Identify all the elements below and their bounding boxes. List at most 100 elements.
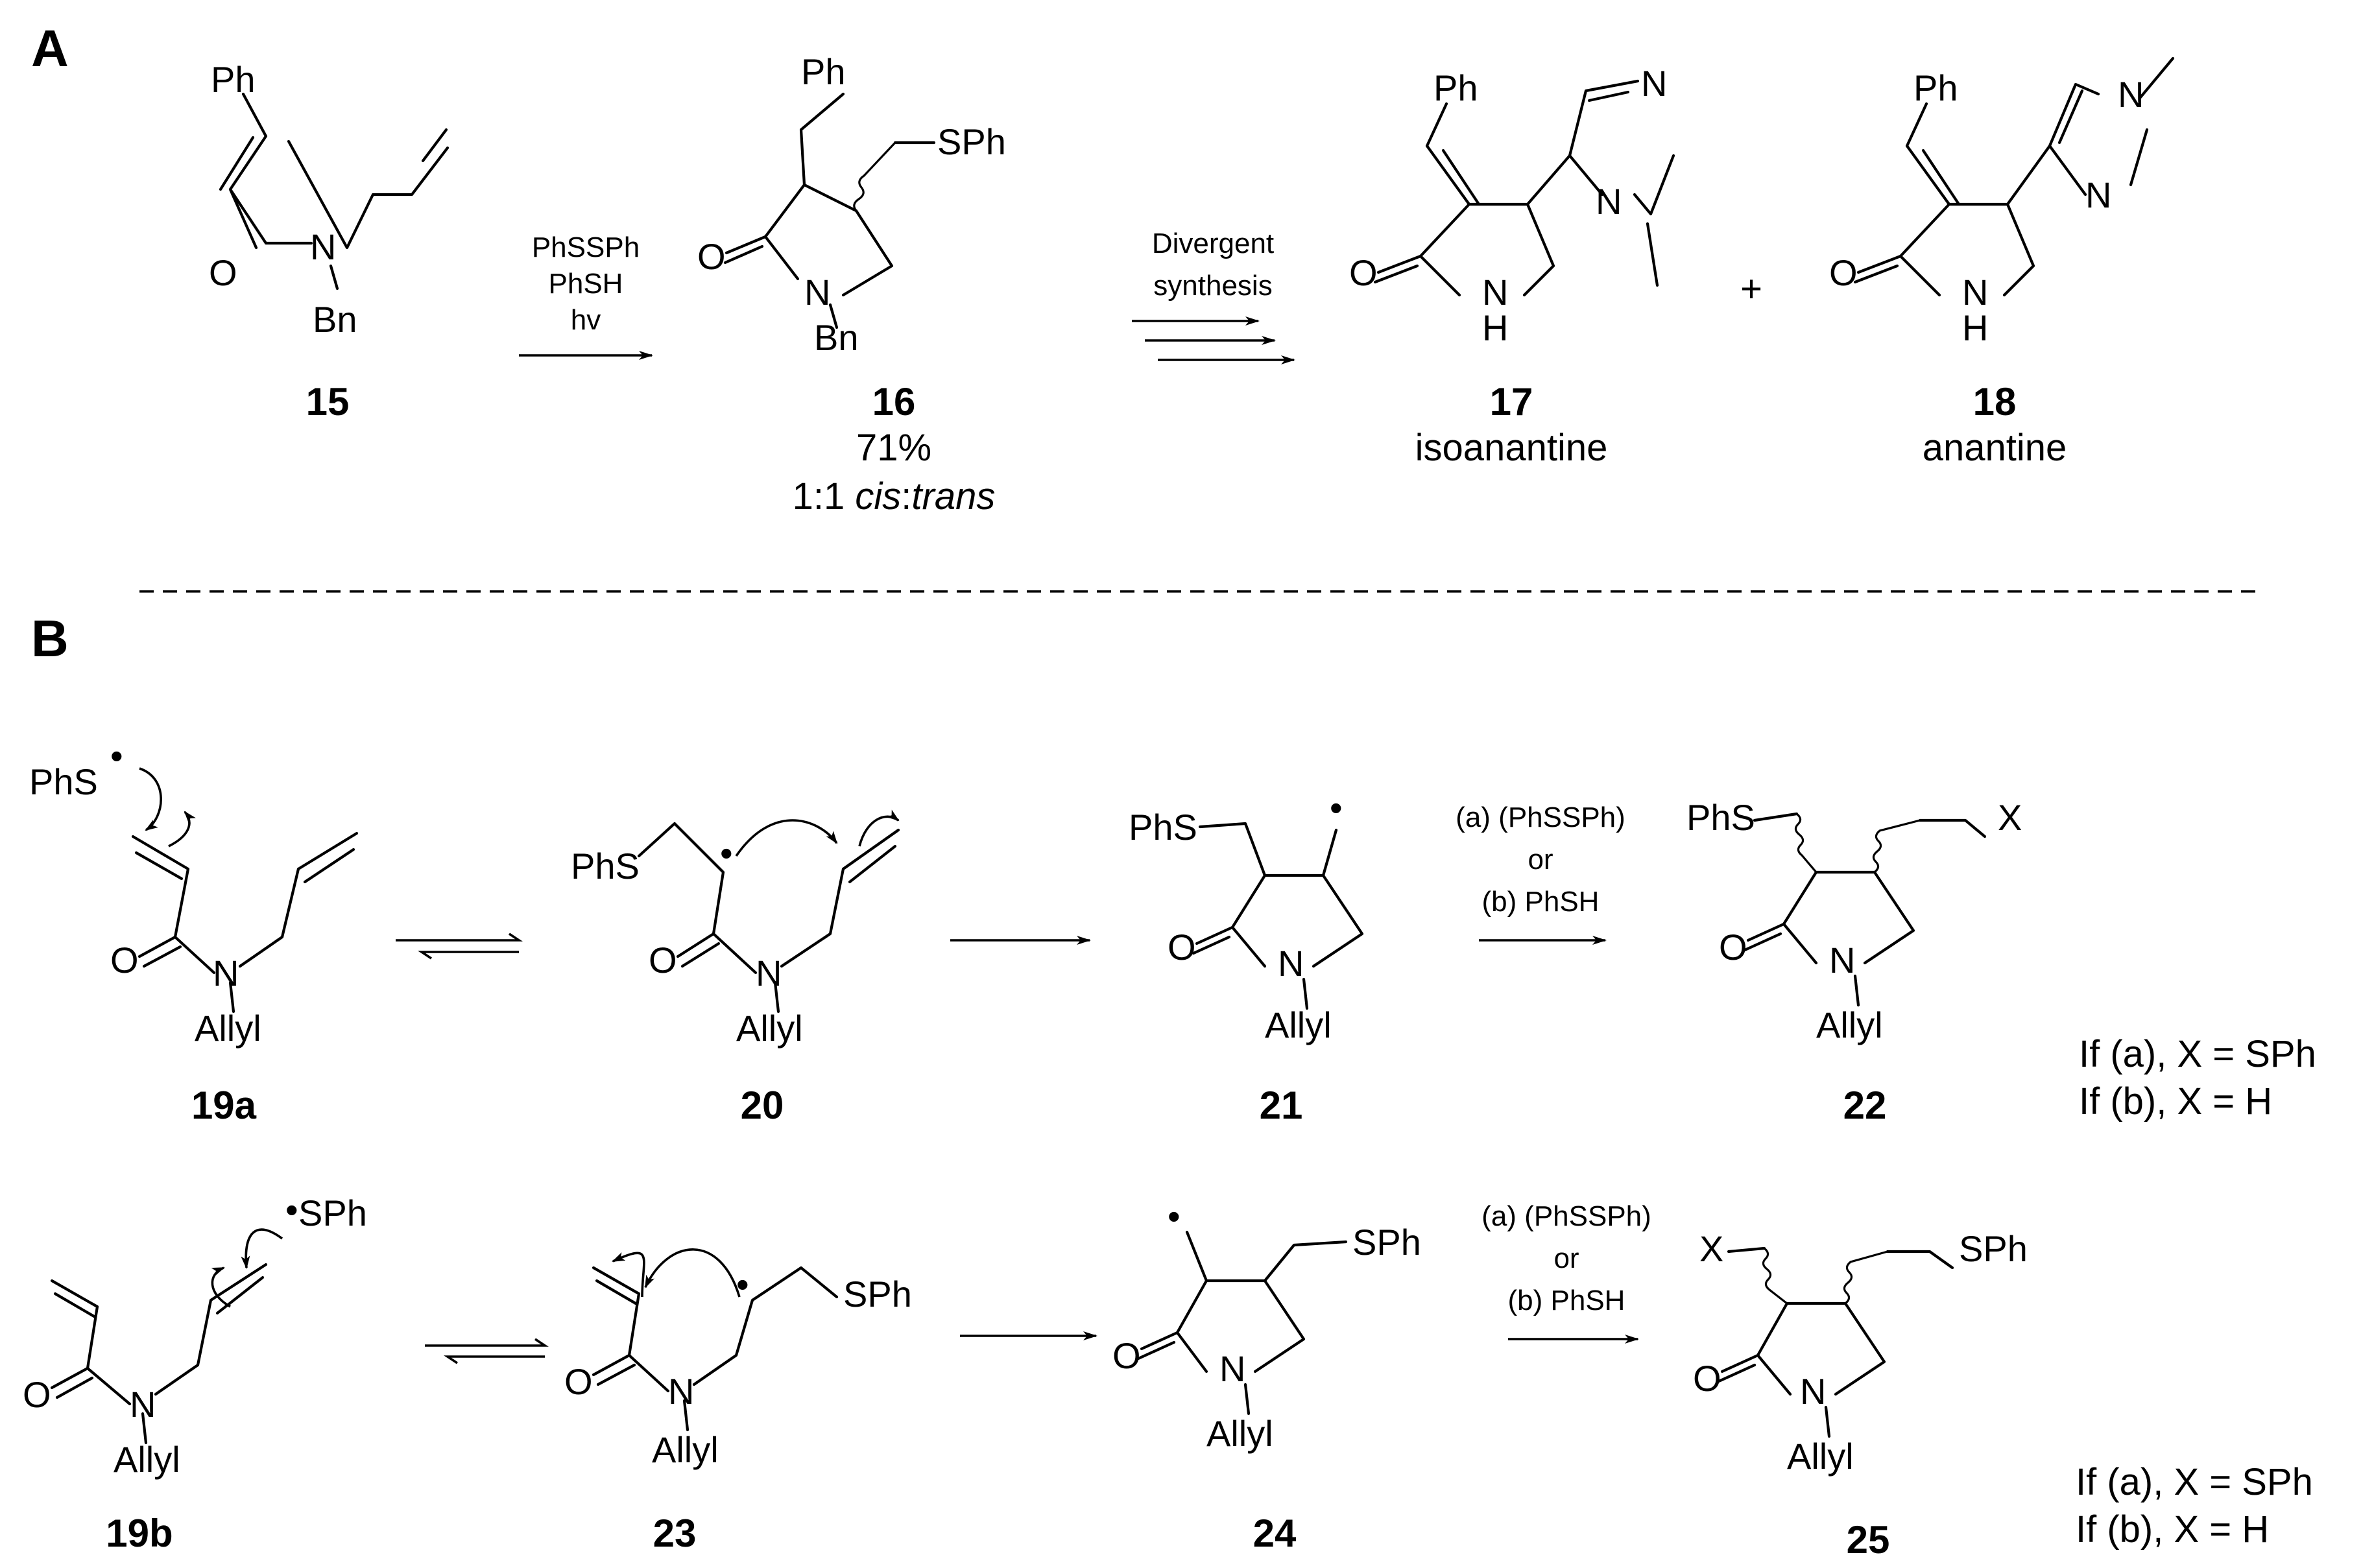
atom-phs: PhS <box>29 761 98 802</box>
atom-allyl: Allyl <box>652 1429 719 1470</box>
compound-label-15: 15 <box>306 380 350 423</box>
atom-phs: PhS <box>571 846 640 886</box>
equilibrium-forward <box>425 1338 549 1347</box>
compound-label-24: 24 <box>1253 1512 1297 1555</box>
atom-sph: SPh <box>937 121 1006 162</box>
compound-20-structure: PhS • O N Allyl <box>571 809 900 1049</box>
radical-dot: • <box>1168 1196 1181 1237</box>
atom-o: O <box>110 940 139 980</box>
atom-o: O <box>1693 1358 1721 1399</box>
compound-16-yield: 71% <box>856 427 931 469</box>
atom-n: N <box>1219 1348 1245 1389</box>
atom-bn: Bn <box>313 299 357 340</box>
compound-label-25: 25 <box>1847 1518 1890 1562</box>
atom-allyl: Allyl <box>114 1439 180 1480</box>
atom-sph: SPh <box>1959 1228 2028 1269</box>
atom-bn: Bn <box>814 317 859 358</box>
atom-h: H <box>1962 307 1988 348</box>
atom-phs: PhS <box>1686 797 1755 838</box>
ratio-colon: : <box>901 475 911 517</box>
atom-o: O <box>23 1374 51 1415</box>
atom-ph: Ph <box>1433 67 1478 108</box>
atom-n: N <box>804 272 830 313</box>
atom-n: N <box>213 953 239 993</box>
compound-label-23: 23 <box>653 1512 697 1555</box>
atom-n: N <box>310 226 336 267</box>
compound-19b-structure: • SPh O N Allyl <box>23 1189 367 1480</box>
compound-16-structure: Ph SPh O N Bn <box>697 51 1006 358</box>
compound-18-name: anantine <box>1923 427 2067 469</box>
equilibrium-reverse <box>444 1355 545 1364</box>
atom-sph: SPh <box>1352 1222 1421 1263</box>
condition-light: hv <box>571 304 601 336</box>
panel-label-a: A <box>31 19 69 77</box>
compound-19a-structure: PhS • O N Allyl <box>29 735 359 1049</box>
compound-22-structure: PhS X O N Allyl <box>1686 797 2022 1045</box>
condition-b-thiol: (b) PhSH <box>1482 886 1600 918</box>
atom-allyl: Allyl <box>1816 1004 1883 1045</box>
atom-n: N <box>1800 1371 1826 1412</box>
note-x-definition-b: If (b), X = H <box>2079 1080 2272 1123</box>
atom-allyl: Allyl <box>736 1008 803 1049</box>
ratio-cis: cis <box>855 475 901 517</box>
atom-o: O <box>564 1361 593 1402</box>
ratio-trans: trans <box>911 475 995 517</box>
condition-or: or <box>1528 844 1553 875</box>
radical-dot: • <box>720 833 733 873</box>
condition-divergent: Divergent <box>1152 228 1274 259</box>
compound-label-19a: 19a <box>191 1084 257 1127</box>
atom-x: X <box>1699 1228 1723 1269</box>
atom-o: O <box>1112 1335 1141 1376</box>
compound-label-16: 16 <box>872 380 916 423</box>
atom-n: N <box>756 953 782 993</box>
panel-label-b: B <box>31 610 69 667</box>
atom-ph: Ph <box>801 51 846 92</box>
atom-o: O <box>697 236 726 277</box>
atom-n: N <box>1829 940 1855 980</box>
atom-h: H <box>1482 307 1508 348</box>
condition-reagent-1: PhSSPh <box>532 232 640 263</box>
atom-x: X <box>1998 797 2022 838</box>
atom-n: N <box>1278 943 1304 984</box>
atom-o: O <box>1349 252 1378 293</box>
atom-n: N <box>2085 174 2111 215</box>
condition-synthesis: synthesis <box>1153 270 1272 302</box>
compound-18-structure: Ph N N O N H <box>1829 56 2175 348</box>
atom-n: N <box>1596 181 1622 222</box>
radical-dot: • <box>1330 787 1343 828</box>
radical-dot: • <box>285 1189 298 1230</box>
note-x-definition-b: If (b), X = H <box>2076 1508 2269 1550</box>
atom-ph: Ph <box>1913 67 1958 108</box>
atom-allyl: Allyl <box>195 1008 261 1049</box>
radical-dot: • <box>110 735 123 776</box>
note-x-definition-a: If (a), X = SPh <box>2079 1033 2316 1075</box>
atom-o: O <box>1829 252 1858 293</box>
compound-23-structure: • SPh O N Allyl <box>564 1248 912 1470</box>
equilibrium-forward <box>396 932 523 942</box>
atom-ph: Ph <box>211 59 256 100</box>
compound-label-17: 17 <box>1490 380 1533 423</box>
note-x-definition-a: If (a), X = SPh <box>2076 1461 2313 1503</box>
equilibrium-reverse <box>418 951 519 960</box>
atom-allyl: Allyl <box>1265 1004 1332 1045</box>
atom-n: N <box>2118 74 2144 115</box>
atom-o: O <box>209 252 237 293</box>
compound-17-structure: Ph N N O N H <box>1349 63 1675 348</box>
condition-or: or <box>1553 1242 1579 1274</box>
compound-label-19b: 19b <box>106 1512 173 1555</box>
compound-16-ratio: 1:1 cis:trans <box>793 475 996 517</box>
atom-phs: PhS <box>1129 807 1197 848</box>
atom-sph: SPh <box>298 1193 367 1233</box>
atom-n: N <box>1962 272 1988 313</box>
compound-label-22: 22 <box>1843 1084 1887 1127</box>
compound-21-structure: PhS • O N Allyl <box>1129 787 1364 1045</box>
atom-allyl: Allyl <box>1206 1413 1273 1454</box>
plus-sign: + <box>1740 268 1762 310</box>
atom-allyl: Allyl <box>1787 1436 1854 1477</box>
compound-15-structure: Ph O N Bn <box>209 59 450 340</box>
atom-n: N <box>130 1384 156 1425</box>
condition-reagent-2: PhSH <box>549 268 623 300</box>
condition-a-disulfide: (a) (PhSSPh) <box>1481 1200 1651 1232</box>
ratio-prefix: 1:1 <box>793 475 856 517</box>
